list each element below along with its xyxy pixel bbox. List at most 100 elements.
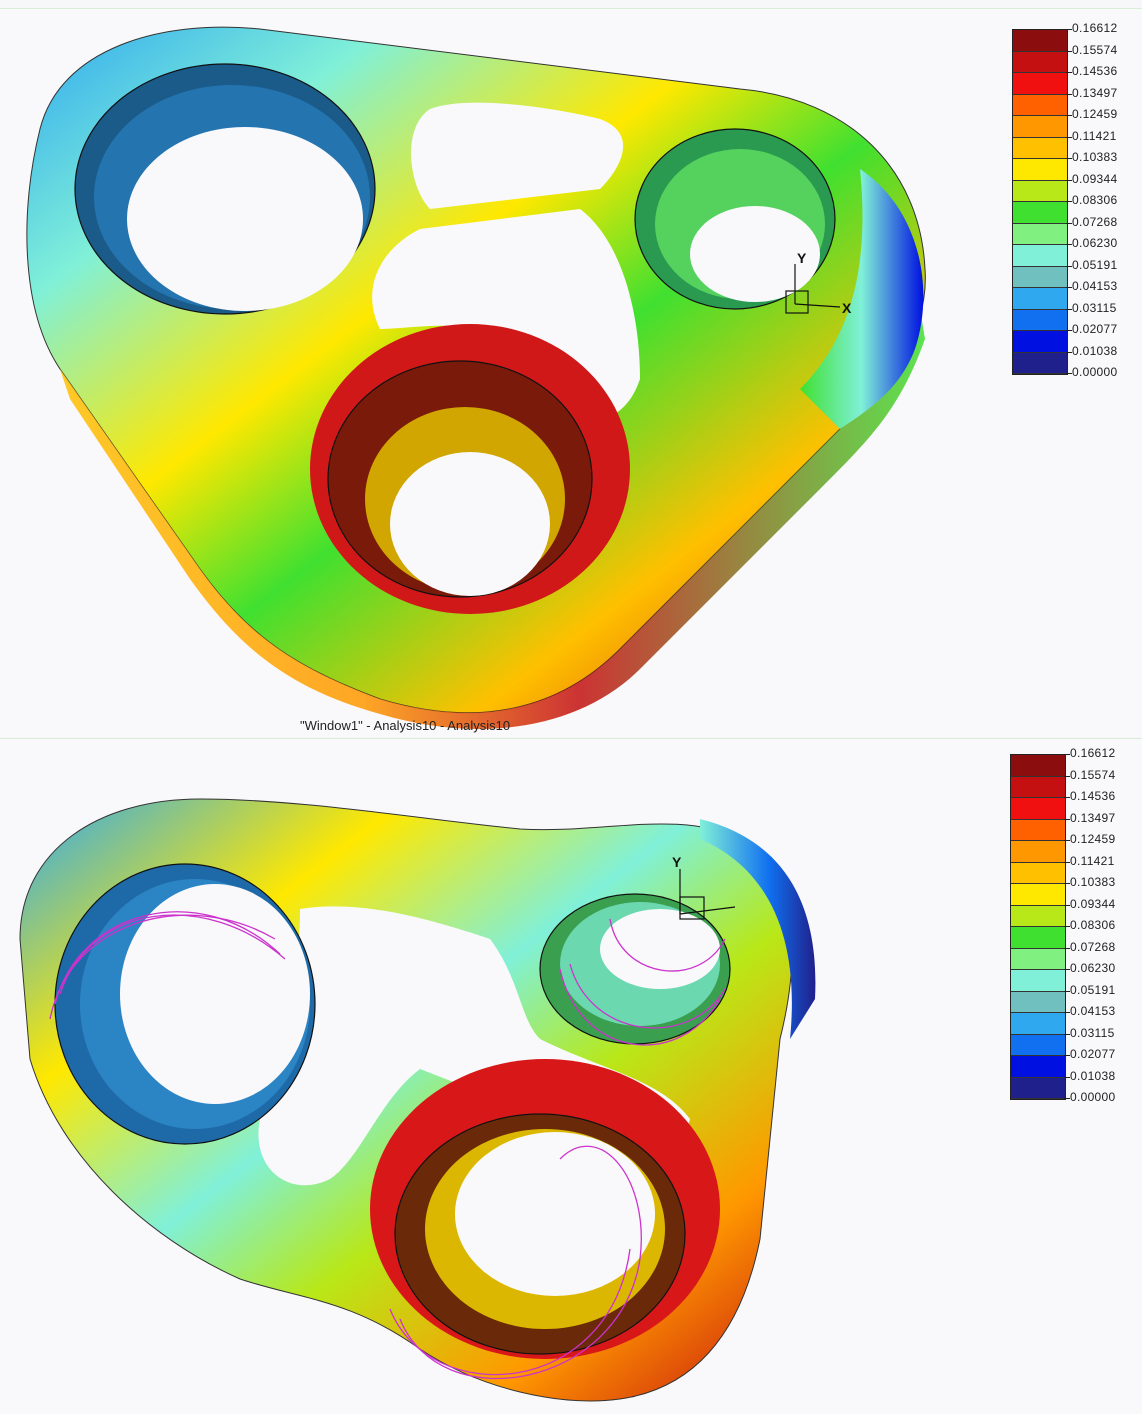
legend-tick (1064, 840, 1070, 841)
legend-band (1011, 948, 1065, 970)
legend-value-label: 0.13497 (1070, 810, 1116, 825)
legend-tick (1066, 287, 1072, 288)
legend-value-label: 0.15574 (1072, 42, 1118, 57)
legend-tick (1064, 818, 1070, 820)
legend-value-label: 0.02077 (1072, 322, 1118, 336)
legend-band (1011, 970, 1065, 992)
legend-band (1011, 1034, 1065, 1056)
legend-tick (1066, 351, 1072, 353)
legend-band (1011, 841, 1065, 863)
legend-tick (1064, 883, 1070, 884)
legend-band (1011, 1056, 1065, 1078)
legend-band (1011, 905, 1065, 927)
legend-value-label: 0.01038 (1070, 1068, 1116, 1083)
legend-value-label: 0.03115 (1070, 1025, 1115, 1040)
legend-value-label: 0.10383 (1070, 875, 1116, 889)
legend-tick (1066, 136, 1072, 138)
legend-band (1011, 798, 1065, 820)
legend-band (1013, 288, 1067, 310)
boss-bore-hole (390, 452, 550, 596)
legend-tick (1064, 1076, 1070, 1078)
legend-band (1013, 266, 1067, 288)
legend-band (1013, 202, 1067, 224)
center-cutout (411, 102, 624, 209)
contact-arcs (49, 911, 726, 1379)
legend-tick (1064, 1033, 1070, 1035)
legend-value-label: 0.01038 (1072, 343, 1118, 358)
legend-band (1011, 991, 1065, 1013)
legend-band (1011, 884, 1065, 906)
boss-bore-hole-bottom (455, 1132, 655, 1296)
part-side-wall (60, 309, 925, 729)
coordinate-triad-bottom: Y (672, 854, 736, 920)
fea-model-render-bottom[interactable]: Y (0, 739, 1000, 1414)
legend-value-label: 0.06230 (1070, 961, 1116, 975)
legend-tick (1064, 1055, 1070, 1056)
part-right-wall (800, 169, 924, 429)
legend-band (1013, 352, 1067, 374)
legend-band (1011, 862, 1065, 884)
legend-value-label: 0.08306 (1070, 918, 1116, 932)
small-bore-hole (690, 206, 820, 302)
legend-value-label: 0.10383 (1072, 150, 1118, 164)
legend-tick (1066, 265, 1072, 267)
legend-band (1013, 137, 1067, 159)
legend-value-label: 0.05191 (1070, 982, 1116, 997)
legend-value-label: 0.16612 (1072, 21, 1118, 35)
legend-tick (1064, 990, 1070, 992)
legend-value-label: 0.00000 (1070, 1090, 1116, 1104)
legend-tick (1066, 115, 1072, 116)
color-legend-top: 0.16612 0.15574 0.14536 0.13497 0.12459 0.114… (1012, 19, 1142, 379)
legend-tick (1064, 1012, 1070, 1013)
legend-band (1013, 309, 1067, 331)
legend-tick (1066, 72, 1072, 73)
legend-color-bar (1010, 754, 1066, 1100)
legend-value-label: 0.04153 (1070, 1004, 1116, 1018)
legend-value-label: 0.14536 (1072, 64, 1118, 78)
legend-tick (1066, 330, 1072, 331)
window-caption: "Window1" - Analysis10 - Analysis10 (300, 718, 511, 733)
legend-value-label: 0.09344 (1070, 896, 1116, 911)
small-bore-hole-bottom (600, 909, 720, 989)
legend-value-label: 0.12459 (1072, 107, 1118, 121)
legend-value-label: 0.14536 (1070, 789, 1116, 803)
legend-tick (1064, 969, 1070, 970)
legend-band (1011, 1077, 1065, 1099)
legend-value-label: 0.07268 (1070, 939, 1116, 954)
legend-tick (1064, 947, 1070, 949)
legend-tick (1064, 1098, 1070, 1099)
coordinate-triad-top: Y X (785, 250, 852, 316)
legend-tick (1066, 50, 1072, 52)
legend-band (1011, 776, 1065, 798)
axis-x-label: X (842, 300, 852, 316)
legend-tick (1066, 222, 1072, 224)
axis-y-label: Y (797, 250, 807, 266)
legend-band (1011, 927, 1065, 949)
legend-band (1013, 245, 1067, 267)
large-bore-hole (127, 127, 363, 311)
legend-tick (1064, 926, 1070, 927)
legend-color-bar (1012, 29, 1068, 375)
legend-band (1013, 223, 1067, 245)
legend-tick (1064, 861, 1070, 863)
legend-value-label: 0.00000 (1072, 365, 1118, 379)
part-right-wall-bottom (700, 819, 816, 1039)
legend-tick (1066, 201, 1072, 202)
legend-value-label: 0.11421 (1072, 128, 1117, 143)
legend-tick (1064, 904, 1070, 906)
legend-value-label: 0.11421 (1070, 853, 1115, 868)
legend-value-label: 0.06230 (1072, 236, 1118, 250)
legend-value-label: 0.13497 (1072, 85, 1118, 100)
legend-band (1011, 755, 1065, 777)
legend-tick (1064, 797, 1070, 798)
legend-value-label: 0.05191 (1072, 257, 1118, 272)
legend-value-label: 0.12459 (1070, 832, 1116, 846)
legend-tick (1066, 308, 1072, 310)
legend-band (1013, 51, 1067, 73)
fea-model-render-top[interactable]: Y X (0, 9, 1000, 737)
legend-value-label: 0.07268 (1072, 214, 1118, 229)
legend-band (1013, 331, 1067, 353)
legend-band (1013, 180, 1067, 202)
